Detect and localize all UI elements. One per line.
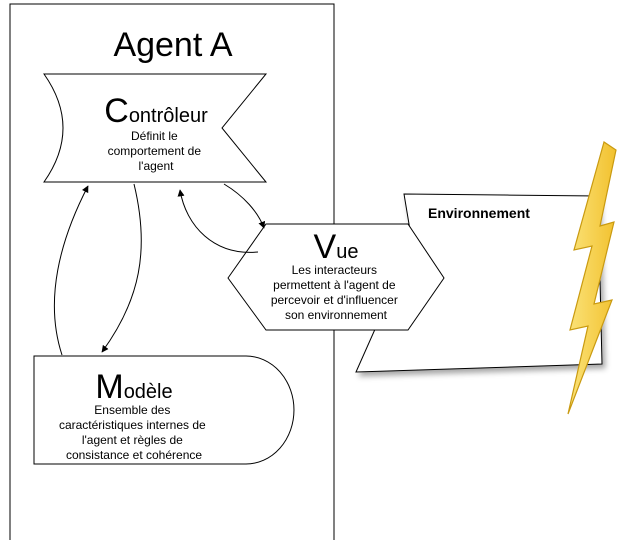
arrow-modele-to-controleur bbox=[53, 185, 89, 356]
modele-initial: M bbox=[95, 368, 123, 406]
agent-title: Agent A bbox=[113, 26, 232, 64]
arrow-controleur-to-vue bbox=[223, 183, 266, 229]
vue-desc-line: percevoir et d'influencer bbox=[271, 293, 398, 307]
modele-desc-line: caractéristiques internes de bbox=[59, 418, 206, 432]
controleur-desc-line: comportement de bbox=[108, 144, 202, 158]
vue-desc-line: son environnement bbox=[285, 308, 388, 322]
modele-name-rest: odèle bbox=[124, 381, 173, 403]
vue-name-rest: ue bbox=[336, 241, 358, 263]
controleur-description: Définit le comportement de l'agent bbox=[108, 129, 205, 173]
controleur-box: Contrôleur Définit le comportement de l'… bbox=[43, 73, 268, 183]
vue-desc-line: Les interacteurs bbox=[292, 263, 377, 277]
arrow-vue-to-controleur bbox=[177, 189, 259, 253]
vue-initial: V bbox=[314, 228, 337, 266]
vue-desc-line: permettent à l'agent de bbox=[273, 278, 396, 292]
modele-desc-line: consistance et cohérence bbox=[66, 448, 202, 462]
controleur-desc-line: l'agent bbox=[139, 159, 175, 173]
controleur-title: Contrôleur bbox=[104, 92, 208, 130]
modele-box: Modèle Ensemble des caractéristiques int… bbox=[33, 355, 295, 465]
controleur-name-rest: ontrôleur bbox=[129, 105, 208, 127]
vue-box: Vue Les interacteurs permettent à l'agen… bbox=[227, 223, 445, 331]
controleur-initial: C bbox=[104, 92, 129, 130]
modele-title: Modèle bbox=[95, 368, 172, 406]
controleur-desc-line: Définit le bbox=[131, 129, 178, 143]
modele-description: Ensemble des caractéristiques internes d… bbox=[59, 403, 209, 462]
modele-desc-line: l'agent et règles de bbox=[82, 433, 183, 447]
modele-desc-line: Ensemble des bbox=[94, 403, 170, 417]
vue-title: Vue bbox=[314, 228, 359, 266]
environment-label: Environnement bbox=[428, 205, 530, 221]
vue-description: Les interacteurs permettent à l'agent de… bbox=[271, 263, 401, 322]
arrow-controleur-to-modele bbox=[101, 183, 142, 353]
lightning-bolt-icon bbox=[567, 141, 617, 415]
